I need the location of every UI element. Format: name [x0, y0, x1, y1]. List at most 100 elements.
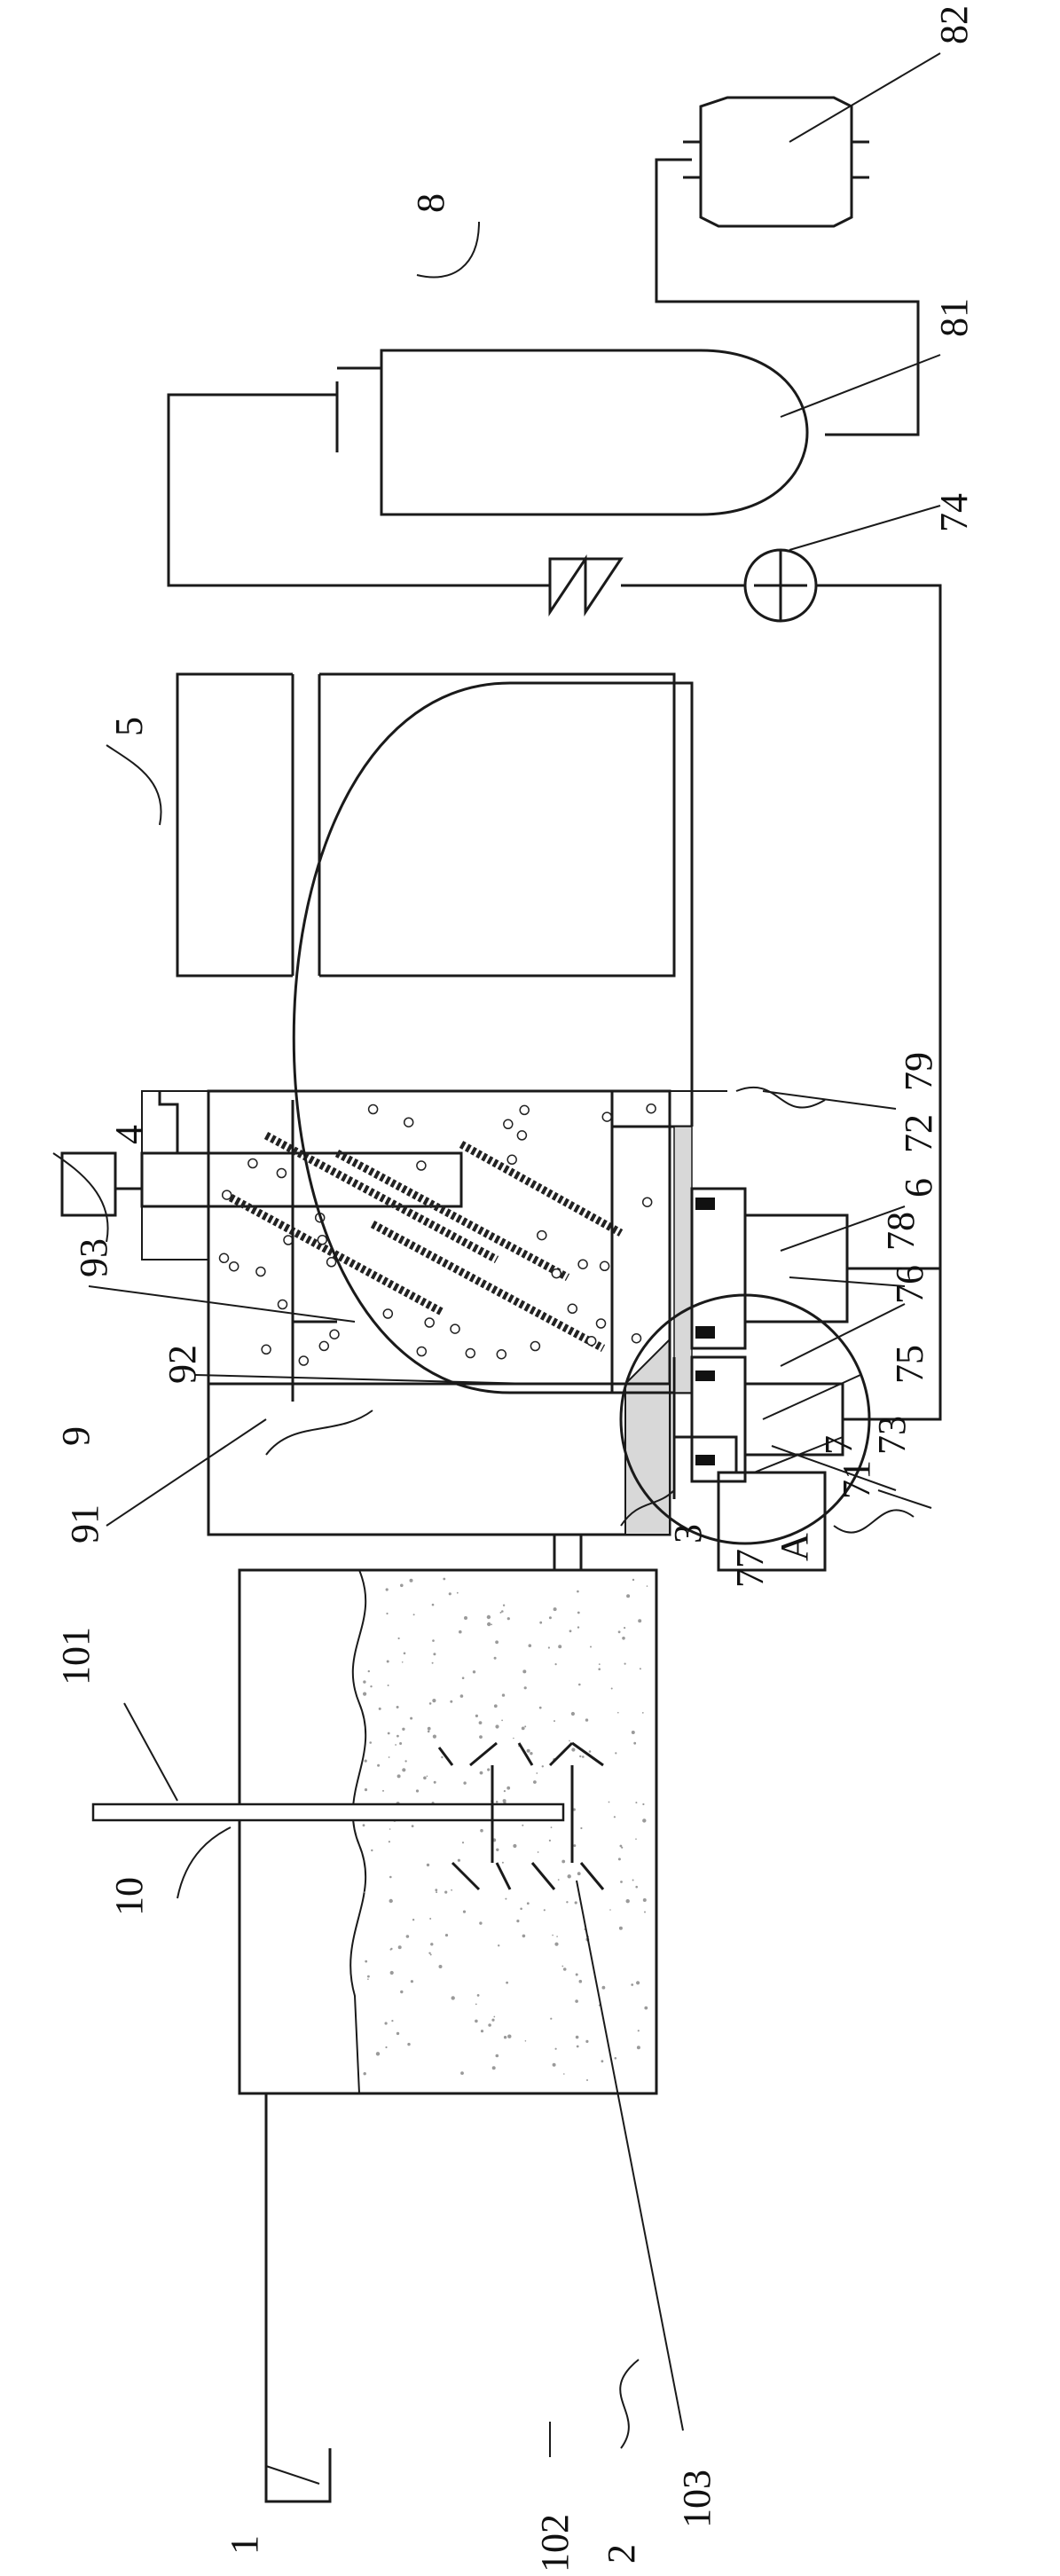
- label-3: 3: [666, 1524, 710, 1543]
- slurry-speckle: [501, 1693, 506, 1697]
- slurry-speckle: [433, 1780, 436, 1784]
- slurry-speckle: [367, 1978, 369, 1980]
- slurry-speckle: [561, 1859, 566, 1864]
- slurry-speckle: [390, 1947, 393, 1951]
- slurry-speckle: [554, 2047, 557, 2050]
- slurry-speckle: [621, 1846, 624, 1849]
- drying-particle: [530, 1340, 541, 1352]
- label-92: 92: [161, 1345, 204, 1384]
- drying-particle: [567, 1303, 578, 1315]
- label-4: 4: [107, 1125, 151, 1144]
- label-72: 72: [897, 1114, 940, 1153]
- drying-particle: [247, 1158, 258, 1169]
- slurry-speckle: [617, 1630, 621, 1634]
- slurry-speckle: [569, 1630, 572, 1633]
- label-75: 75: [888, 1345, 931, 1384]
- slurry-speckle: [397, 1637, 400, 1640]
- slurry-speckle: [579, 1755, 582, 1758]
- slurry-speckle: [563, 2073, 565, 2075]
- slurry-speckle: [493, 1704, 498, 1708]
- slurry-speckle: [369, 1741, 373, 1744]
- slurry-speckle: [523, 1686, 527, 1690]
- slurry-speckle: [598, 1663, 601, 1665]
- slurry-speckle: [642, 1898, 647, 1902]
- slurry-speckle: [363, 2072, 366, 2076]
- slurry-speckle: [456, 1591, 459, 1594]
- slurry-speckle: [577, 1626, 580, 1629]
- slurry-speckle: [636, 2046, 640, 2050]
- slurry-speckle: [516, 1920, 520, 1923]
- slurry-speckle: [397, 1734, 399, 1738]
- motor-box: [60, 1151, 117, 1217]
- label-82: 82: [932, 5, 976, 44]
- slurry-speckle: [478, 1721, 483, 1724]
- pump-74: [743, 548, 818, 623]
- vessel-sediment: [673, 1126, 693, 1394]
- drying-particle: [599, 1261, 610, 1272]
- slurry-speckle: [364, 1891, 366, 1894]
- slurry-speckle: [427, 1730, 430, 1733]
- slurry-speckle: [409, 1578, 413, 1583]
- slurry-speckle: [401, 1661, 404, 1663]
- drying-particle: [329, 1329, 340, 1339]
- slurry-speckle: [569, 1740, 570, 1742]
- slurry-speckle: [566, 1901, 569, 1904]
- drying-particle: [261, 1344, 271, 1355]
- slurry-speckle: [495, 1640, 499, 1645]
- slurry-speckle: [441, 1755, 444, 1759]
- filter-sediment: [624, 1337, 671, 1535]
- slurry-speckle: [548, 1839, 552, 1842]
- slurry-speckle: [386, 1660, 389, 1663]
- label-74: 74: [932, 493, 976, 532]
- slurry-speckle: [576, 2045, 579, 2048]
- slurry-speckle: [501, 1861, 504, 1864]
- slurry-speckle: [388, 1756, 390, 1758]
- slurry-speckle: [386, 1612, 389, 1615]
- slurry-speckle: [585, 1718, 589, 1722]
- slurry-speckle: [506, 1786, 511, 1790]
- slurry-speckle: [618, 1926, 623, 1930]
- slurry-speckle: [459, 1630, 462, 1634]
- slurry-speckle: [495, 1724, 499, 1729]
- label-76: 76: [888, 1265, 931, 1304]
- label-1: 1: [223, 2535, 266, 2555]
- slurry-speckle: [543, 1909, 546, 1912]
- slurry-speckle: [432, 1699, 436, 1703]
- slurry-speckle: [617, 1711, 619, 1714]
- slurry-speckle: [562, 1967, 567, 1971]
- leader-lines: [52, 52, 941, 2485]
- slurry-speckle: [521, 1726, 525, 1731]
- pipe-tank-to-filter: [553, 1535, 583, 1570]
- label-79: 79: [897, 1052, 940, 1091]
- slurry-speckle: [613, 1816, 616, 1818]
- slurry-speckle: [575, 1999, 578, 2003]
- slurry-speckle: [505, 1897, 507, 1900]
- label-102: 102: [533, 2514, 577, 2572]
- drying-particle: [298, 1355, 310, 1366]
- slurry-speckle: [388, 1841, 390, 1843]
- slurry-speckle: [502, 1799, 506, 1803]
- drying-particle: [326, 1257, 337, 1268]
- slurry-speckle: [632, 1578, 635, 1582]
- slurry-speckle: [608, 1801, 610, 1803]
- slurry-speckle: [635, 1838, 637, 1840]
- drying-particle: [450, 1323, 460, 1334]
- slurry-speckle: [556, 1936, 558, 1937]
- slurry-speckle: [538, 1706, 542, 1709]
- slurry-speckle: [389, 1875, 392, 1879]
- slurry-speckle: [395, 1744, 397, 1746]
- slurry-speckle: [384, 2022, 388, 2025]
- label-71: 71: [835, 1460, 878, 1499]
- slurry-speckle: [377, 1763, 381, 1767]
- slurry-speckle: [399, 1742, 403, 1745]
- drying-particle: [221, 1190, 232, 1200]
- slurry-speckle: [524, 2040, 527, 2042]
- drying-particle: [506, 1154, 517, 1166]
- slurry-speckle: [457, 1858, 461, 1862]
- slurry-speckle: [646, 1585, 648, 1587]
- slurry-speckle: [486, 1614, 491, 1620]
- slurry-speckle: [524, 1725, 527, 1728]
- slurry-speckle: [636, 1981, 640, 1985]
- slurry-speckle: [411, 1825, 414, 1828]
